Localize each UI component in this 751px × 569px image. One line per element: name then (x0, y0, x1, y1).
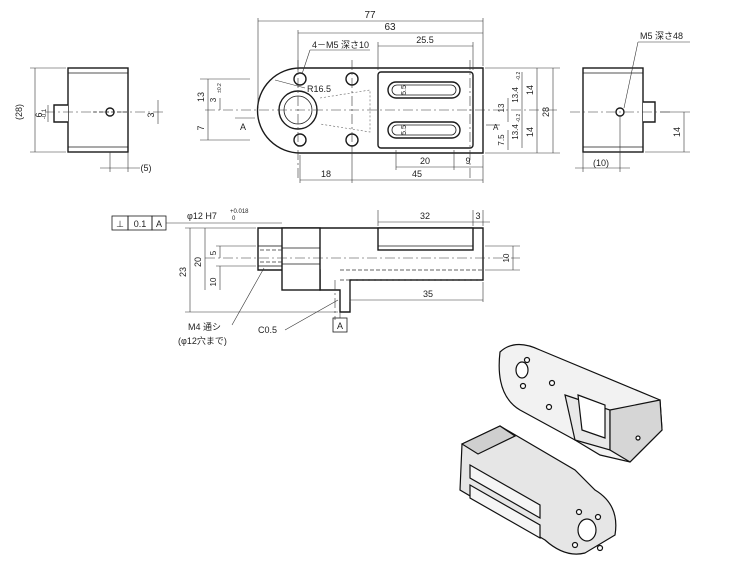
tapped-hole-1 (293, 72, 307, 86)
dim-13-left: 13 (196, 92, 206, 102)
gdt-value: 0.1 (134, 219, 147, 229)
left-side-view: (28) 6 -0.1 3 (5) (14, 67, 165, 173)
dim-14-bottom: 14 (525, 127, 535, 137)
m4-note: M4 通シ (188, 322, 221, 332)
left-view-body (67, 67, 129, 153)
dim-13-4-bottom-tol: -0.2 (516, 113, 522, 122)
gdt-symbol: ⊥ (116, 219, 124, 229)
bore-tol-upper: +0.018 (230, 209, 249, 215)
dim-77: 77 (364, 10, 376, 21)
left-view-tab (53, 104, 68, 123)
front-view: ⊥ 0.1 A φ12 H7 +0.018 0 32 3 23 20 5 10 … (111, 209, 520, 346)
dim-13-4-top: 13.4 (511, 87, 520, 103)
plan-slot-top (387, 81, 461, 99)
right-view-body (582, 67, 644, 153)
right-14-label: 14 (672, 127, 682, 137)
dim-13-4-top-tol: -0.2 (516, 71, 522, 80)
front-slot (377, 227, 474, 251)
tapped-hole-3 (293, 133, 307, 147)
chamfer-note: C0.5 (258, 325, 277, 335)
m4-subnote: (φ12穴まで) (178, 335, 227, 346)
dim-45: 45 (412, 169, 422, 179)
dim-25-5: 25.5 (416, 35, 434, 45)
bore-tol-lower: 0 (232, 216, 236, 222)
plan-view: 77 63 25.5 4－M5 深さ10 R16.5 5.5 5.5 13 3 … (196, 10, 560, 183)
front-right-10: 10 (502, 253, 511, 262)
dim-7-5-right: 7.5 (497, 134, 506, 146)
datum-a-right: A (493, 123, 499, 132)
slot-width-bottom: 5.5 (401, 125, 408, 135)
dim-9: 9 (465, 156, 470, 166)
iso-view-top (498, 343, 663, 463)
plan-slot-bottom (387, 121, 461, 139)
left-6-tol-label: -0.1 (42, 108, 48, 119)
right-10-label: (10) (593, 158, 609, 168)
front-bore (281, 227, 321, 291)
front-23: 23 (178, 267, 188, 277)
dim-13-right: 13 (497, 103, 506, 112)
iso-view-bottom (459, 425, 617, 555)
gdt-datum: A (156, 219, 162, 229)
dim-18: 18 (321, 169, 331, 179)
dim-20: 20 (420, 156, 430, 166)
dim-3-end: 3 (475, 211, 480, 221)
datum-a-box: A (337, 321, 343, 331)
left-height-label: (28) (14, 104, 24, 120)
right-side-view: M5 深さ48 14 (10) (570, 31, 690, 172)
dim-28-overall: 28 (541, 107, 551, 117)
dim-7-left: 7 (196, 125, 206, 130)
front-20: 20 (193, 257, 203, 267)
dim-3-left: 3 (209, 97, 218, 102)
datum-a-left: A (240, 122, 246, 132)
front-10: 10 (209, 277, 218, 286)
bore-dim: φ12 H7 (187, 211, 217, 221)
radius-label: R16.5 (307, 84, 331, 94)
left-3-label: 3 (146, 112, 156, 117)
right-m5-note: M5 深さ48 (640, 31, 683, 41)
left-6-label: 6 (34, 112, 44, 117)
dim-35: 35 (423, 289, 433, 299)
dim-3-left-tol: ±0.2 (217, 83, 223, 93)
dim-13-4-bottom: 13.4 (511, 124, 520, 140)
dim-14-top: 14 (525, 85, 535, 95)
tapped-holes-note: 4－M5 深さ10 (312, 40, 369, 50)
dim-63: 63 (384, 22, 396, 33)
slot-width-top: 5.5 (401, 85, 408, 95)
front-5: 5 (209, 250, 218, 255)
dim-32: 32 (420, 211, 430, 221)
left-5-label: (5) (141, 163, 152, 173)
